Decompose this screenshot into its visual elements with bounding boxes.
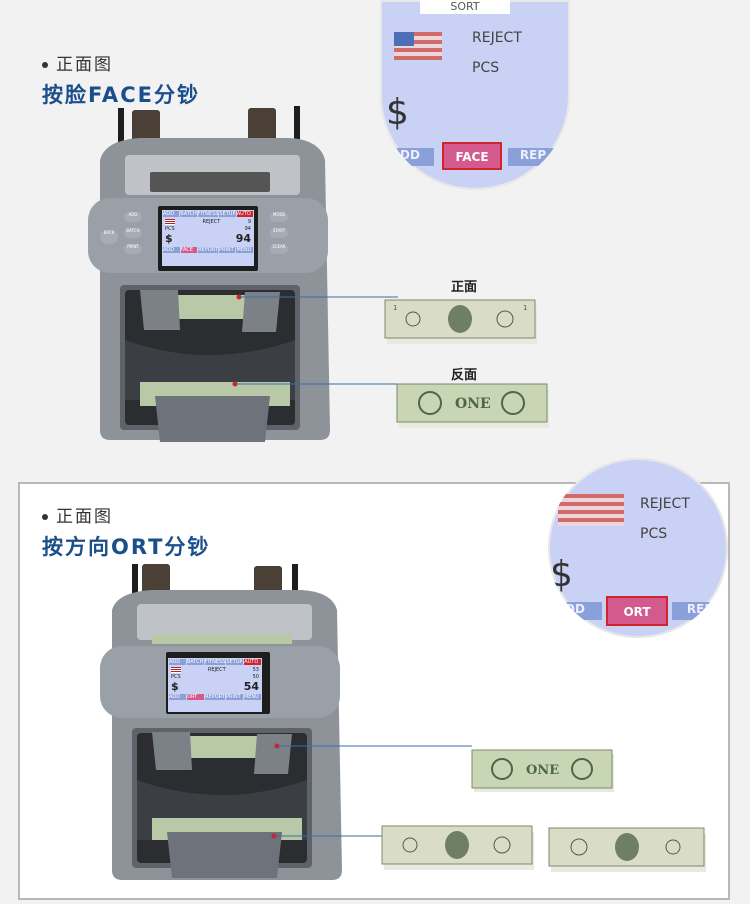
back-button[interactable]: BACK [100,230,118,244]
screen-reject-label: REJECT [202,219,221,225]
dollar-bill-stack-front: 1 1 [384,299,537,344]
zoom-screen-face: SORT REJECT PCS $ DD FACE REP [380,0,570,190]
right-button-group: MODE START CLEAR [270,212,300,264]
section-orientation-sorting: 正面图 按方向ORT分钞 ADD BATCH FITNESS SETUP [18,458,730,900]
screen2-reject-value: 53 [252,667,259,673]
lcd-screen: ADD BATCH FITNESS SETUP AUTO REJECT 9 PC… [162,210,254,266]
screen2-count: 54 [243,680,259,693]
screen2-flag-icon [171,667,181,673]
start-button[interactable]: START [270,228,288,238]
screen-count: 94 [235,232,251,245]
screen-tab-fitness[interactable]: FITNESS [197,211,219,217]
screen-flag-icon [165,219,175,225]
bullet-dot [42,62,48,68]
clear-button[interactable]: CLEAR [270,244,288,254]
screen-btn-face[interactable]: FACE [180,247,198,253]
screen2-tab-auto[interactable]: AUTO [244,659,262,665]
mode-button[interactable]: MODE [270,212,288,222]
zoom2-pcs-label: PCS [640,526,668,542]
dollar-bill-stack-upright [381,825,534,870]
label-back: 反面 [451,368,478,383]
zoom-tab-face[interactable]: FACE [442,142,502,170]
screen2-currency: $ [171,680,179,693]
screen-btn-menu[interactable]: MENU [236,247,253,253]
screen2-btn-add[interactable]: ADD [169,694,187,700]
zoom-tab-right: REP [508,148,558,166]
section-face-sorting: 正面图 按脸FACE分钞 ADD BA [42,0,570,442]
screen2-tab-fitness[interactable]: FITNESS [204,659,226,665]
dollar-bill-stack-back: ONE [396,383,549,428]
screen2-tab-add[interactable]: ADD [169,659,186,665]
zoom2-currency: $ [550,554,573,595]
zoom-tab-sort: SORT [420,0,510,14]
zoom2-reject-label: REJECT [640,496,690,512]
zoom2-tab-left: DD [548,602,602,620]
zoom-reject-label: REJECT [472,30,522,46]
zoom-pcs-label: PCS [472,60,500,76]
section1-subtitle: 正面图 [56,55,113,75]
screen2-reject-label: REJECT [207,667,226,673]
label-front: 正面 [451,280,478,295]
print-button[interactable]: PRINT [124,244,142,254]
screen-pcs-label: PCS [165,226,175,232]
screen-tab-setup[interactable]: SETUP [219,211,236,217]
zoom-flag-icon [394,32,442,60]
screen-pcs-value: 94 [244,226,251,232]
dollar-bill-stack-flipped [548,827,706,872]
section2-title: 按方向ORT分钞 [42,535,211,559]
screen2-btn-report[interactable]: REPORT [205,694,225,700]
svg-text:1: 1 [523,304,527,312]
screen2-pcs-label: PCS [171,674,181,680]
section2-subtitle: 正面图 [56,507,113,527]
screen2-tab-batch[interactable]: BATCH [186,659,204,665]
screen-tab-add[interactable]: ADD [163,211,180,217]
screen-reject-value: 9 [247,219,251,225]
screen2-pcs-value: 50 [252,674,259,680]
section1-heading: 正面图 按脸FACE分钞 [42,50,200,109]
svg-text:1: 1 [393,304,397,312]
screen-currency: $ [165,232,173,245]
left-button-group: ADD BATCH PRINT BACK [100,212,144,264]
section2-heading: 正面图 按方向ORT分钞 [42,502,210,561]
add-button[interactable]: ADD [124,212,142,222]
screen2-btn-ort[interactable]: ORT [187,694,205,700]
svg-text:ONE: ONE [455,396,491,412]
dollar-bill-stack-reversed: ONE [471,749,614,792]
screen-btn-add[interactable]: ADD [163,247,180,253]
screen2-btn-print[interactable]: PRINT [225,694,243,700]
zoom2-tab-ort[interactable]: ORT [606,596,668,626]
zoom-tab-left: DD [386,148,434,166]
batch-button[interactable]: BATCH [124,228,142,238]
zoom-screen-ort: REJECT PCS $ DD ORT REP [548,458,728,638]
callout-lines [236,296,410,385]
screen-tab-auto[interactable]: AUTO [236,211,253,217]
zoom2-flag-icon [558,494,624,526]
zoom2-tab-right: REP [672,602,728,620]
screen-tab-batch[interactable]: BATCH [180,211,197,217]
screen-btn-print[interactable]: PRINT [218,247,236,253]
lcd-screen-2: ADD BATCH FITNESS SETUP AUTO REJECT 53 P… [168,658,262,712]
bullet-dot [42,514,48,520]
screen2-btn-menu[interactable]: MENU [243,694,261,700]
zoom-currency: $ [386,92,409,133]
screen-btn-report[interactable]: REPORT [198,247,218,253]
section1-title: 按脸FACE分钞 [42,83,200,107]
screen2-tab-setup[interactable]: SETUP [226,659,244,665]
svg-text:ONE: ONE [526,763,559,778]
